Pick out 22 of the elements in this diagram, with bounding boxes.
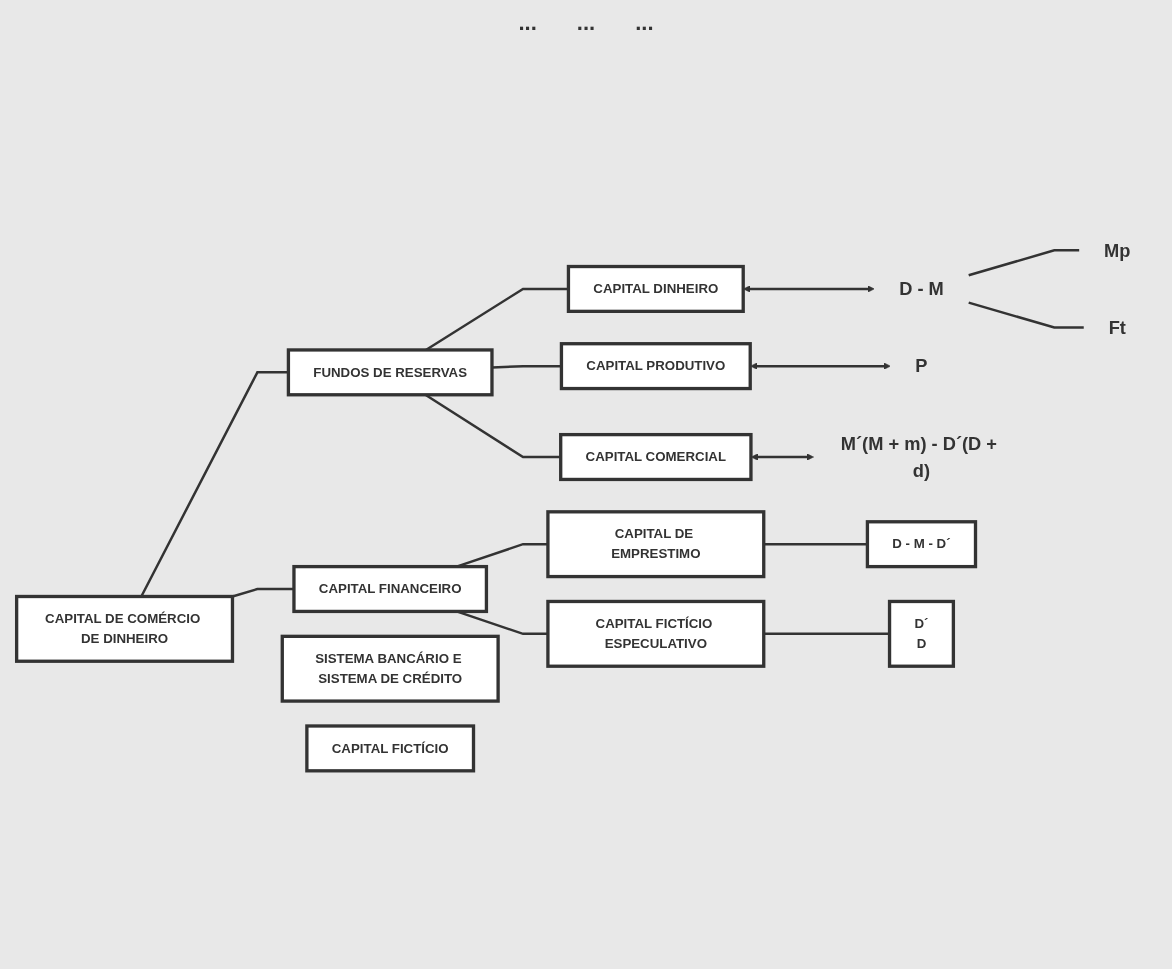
node-text: Mp — [1104, 239, 1131, 261]
node-box: D - M - D´ — [865, 520, 978, 569]
node-box: CAPITAL FINANCEIRO — [292, 564, 489, 614]
ellipsis-text: ... — [576, 10, 596, 36]
ellipsis-text: ... — [635, 10, 654, 36]
connector — [968, 249, 1080, 277]
node-box: CAPITAL FICTÍCIO ESPECULATIVO — [546, 599, 766, 668]
node-text: Ft — [1108, 317, 1126, 338]
node-text: D - M — [899, 278, 944, 300]
node-box: CAPITAL DINHEIRO — [566, 264, 745, 313]
node-box: CAPITAL DE COMÉRCIO DE DINHEIRO — [15, 594, 235, 663]
node-text: M´(M + m) - D´(D + d) — [840, 432, 998, 482]
node-box: CAPITAL COMERCIAL — [559, 432, 753, 482]
node-box: CAPITAL DE EMPRESTIMO — [546, 510, 766, 579]
node-box: CAPITAL FICTÍCIO — [305, 724, 476, 773]
ellipsis-text: ... — [518, 10, 537, 36]
node-box: SISTEMA BANCÁRIO E SISTEMA DE CRÉDITO — [280, 634, 500, 703]
connector — [968, 301, 1084, 329]
node-box: CAPITAL PRODUTIVO — [559, 342, 752, 391]
node-box: D´ D — [887, 599, 956, 668]
node-box: FUNDOS DE RESERVAS — [286, 348, 494, 397]
node-text: P — [915, 355, 928, 377]
